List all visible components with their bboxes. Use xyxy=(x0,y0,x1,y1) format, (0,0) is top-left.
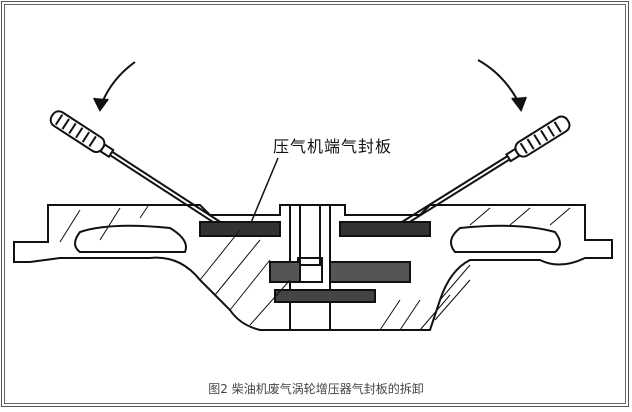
turbocharger-seal-plate-diagram xyxy=(13,59,613,331)
right-seal-plate xyxy=(339,221,431,237)
figure-caption: 图2 柴油机废气涡轮增压器气封板的拆卸 xyxy=(208,382,424,396)
housing-outline xyxy=(13,204,613,331)
callout-leader xyxy=(249,157,279,226)
callout-label-compressor-seal-plate: 压气机端气封板 xyxy=(273,137,393,156)
outer-frame xyxy=(1,1,629,407)
left-screwdriver xyxy=(49,110,231,233)
inner-frame xyxy=(4,4,626,404)
right-screwdriver xyxy=(388,115,571,235)
left-seal-plate xyxy=(199,221,281,237)
